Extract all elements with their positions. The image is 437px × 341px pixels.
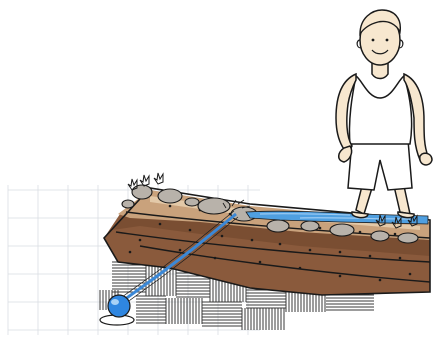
soil-speck [139, 239, 142, 242]
person-left-foot [352, 212, 368, 218]
soil-speck [409, 273, 412, 276]
stone [158, 189, 182, 203]
stone [132, 185, 152, 199]
stone [267, 220, 289, 232]
person-right-leg [394, 186, 410, 214]
person-shirt [349, 76, 411, 144]
soil-speck [221, 235, 224, 238]
soil-speck [251, 239, 254, 242]
person-right-hand [420, 153, 432, 165]
soil-speck [379, 279, 382, 282]
person-left-eye [372, 39, 375, 42]
person-right-eye [386, 39, 389, 42]
soil-speck [189, 229, 192, 232]
soil-speck [259, 261, 262, 264]
soil-speck [169, 205, 172, 208]
pump-shine [111, 299, 119, 305]
pump-body [108, 295, 130, 317]
pump-icon [100, 295, 134, 325]
soil-speck [179, 249, 182, 252]
soil-speck [309, 249, 312, 252]
soil-speck [339, 275, 342, 278]
soil-speck [359, 231, 362, 234]
stone [301, 221, 319, 231]
soil-speck [399, 257, 402, 260]
soil-speck [394, 233, 397, 236]
bush [154, 173, 163, 184]
soil-speck [214, 257, 217, 260]
stone [330, 224, 354, 236]
stone [398, 233, 418, 243]
soil-speck [339, 251, 342, 254]
soil-speck [299, 267, 302, 270]
stone [185, 198, 199, 206]
stone [122, 200, 134, 208]
soil-speck [279, 243, 282, 246]
person-shorts [348, 140, 412, 190]
soil-speck [129, 251, 132, 254]
person-icon [336, 10, 432, 218]
soil-speck [159, 223, 162, 226]
stone [371, 231, 389, 241]
bush [128, 179, 137, 190]
soil-speck [369, 255, 372, 258]
bush [140, 175, 149, 186]
